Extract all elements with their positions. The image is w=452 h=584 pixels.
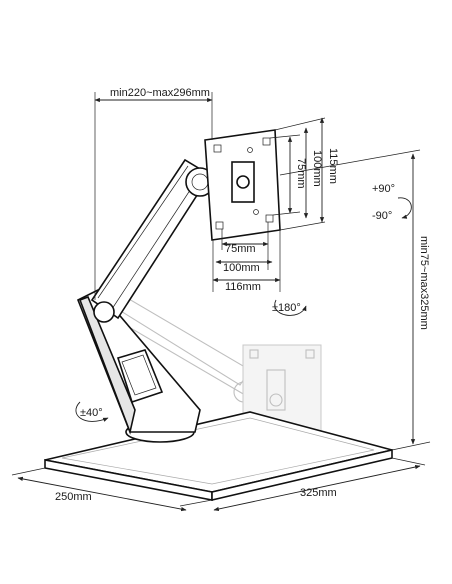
tilt-indicator: +90° -90° [372, 183, 412, 222]
rotation-indicator: ±180° [272, 299, 307, 316]
vesa-75-vertical-label: 75mm [295, 158, 307, 189]
vesa-plate [204, 129, 281, 241]
column [76, 289, 201, 443]
vesa-100-horizontal-label: 100mm [223, 262, 260, 274]
base-depth-label: 250mm [55, 491, 92, 503]
vesa-75-horizontal-label: 75mm [225, 243, 256, 255]
swivel-indicator: ±40° [75, 401, 109, 422]
base-width-dimension: 325mm [213, 457, 426, 512]
arm-reach-dimension: min220~max296mm [94, 87, 213, 300]
base-width-label: 325mm [300, 487, 337, 499]
height-range-label: min75~max325mm [418, 236, 430, 330]
arm-reach-label: min220~max296mm [110, 87, 210, 99]
base-depth-dimension: 250mm [11, 467, 213, 512]
rotation-label: ±180° [272, 302, 301, 314]
tilt-up-label: +90° [372, 183, 395, 195]
vesa-vertical-dimensions: 75mm 100mm 115mm [269, 117, 339, 231]
height-range-dimension: min75~max325mm [279, 149, 431, 451]
swivel-label: ±40° [80, 407, 103, 419]
base-plate [44, 411, 393, 502]
plate-width-label: 116mm [225, 281, 261, 293]
vesa-horizontal-dimensions: 75mm 100mm 116mm [212, 222, 281, 293]
plate-height-label: 115mm [327, 148, 339, 184]
gas-spring-arm [90, 158, 215, 323]
tilt-down-label: -90° [372, 210, 392, 222]
